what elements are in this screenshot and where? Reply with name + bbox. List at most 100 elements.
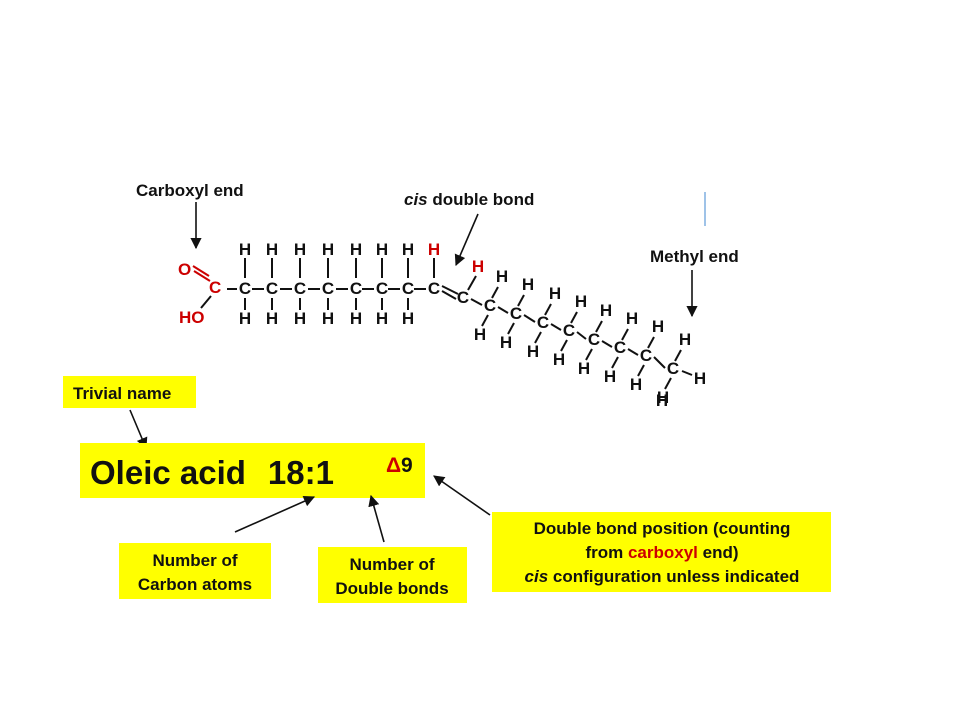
- bond: [601, 340, 613, 348]
- carbon-atom: C: [484, 296, 496, 315]
- bond: [570, 311, 578, 324]
- bond: [637, 364, 645, 377]
- carbon-atom: C: [588, 330, 600, 349]
- carbon-atom: C: [402, 279, 414, 298]
- bond: [576, 331, 587, 340]
- carboxyl-group: O C HO: [178, 260, 221, 327]
- hydrogen-atom: H: [496, 267, 508, 286]
- hydrogen-atom: H: [630, 375, 642, 394]
- bond: [497, 306, 509, 314]
- hydrogen-atom: H: [350, 309, 362, 328]
- methyl-end-label: Methyl end: [650, 247, 739, 266]
- bond: [467, 275, 477, 291]
- carbon-atoms-line1: Number of: [153, 551, 238, 570]
- carbon-atom: C: [239, 279, 251, 298]
- double-bonds-line2: Double bonds: [335, 579, 448, 598]
- hydrogen-atom: H: [376, 309, 388, 328]
- position-box: [492, 512, 831, 592]
- carbon-atom: C: [294, 279, 306, 298]
- carbon-atom: C: [614, 338, 626, 357]
- carboxyl-carbon: C: [209, 278, 221, 297]
- bond: [507, 322, 515, 335]
- bond: [523, 314, 536, 323]
- hydrogen-atom: H: [604, 367, 616, 386]
- hydrogen-atom: H: [402, 240, 414, 259]
- bond: [664, 377, 672, 390]
- double-bonds-box: [318, 547, 467, 603]
- carbon-atom: C: [640, 346, 652, 365]
- hydrogen-atom: H: [266, 309, 278, 328]
- bond: [550, 323, 562, 331]
- oleic-acid-notation-box: [80, 443, 425, 498]
- position-line3: cis configuration unless indicated: [525, 567, 800, 586]
- hydrogen-atom: H: [294, 240, 306, 259]
- hydrogen-atom: H: [522, 275, 534, 294]
- position-line1: Double bond position (counting: [534, 519, 791, 538]
- bond: [681, 370, 693, 376]
- delta-symbol: Δ: [386, 454, 401, 477]
- hydrogen-atom: H: [266, 240, 278, 259]
- carbon-atom: C: [266, 279, 278, 298]
- bond: [595, 320, 603, 333]
- bond: [585, 348, 593, 361]
- hydrogen-atom: H: [474, 325, 486, 344]
- hydrogen-atom: H: [600, 301, 612, 320]
- carboxyl-end-label: Carboxyl end: [136, 181, 244, 200]
- carbon-chain: CHHCHHCHHCHHCHHCHHCHHCHCHCHHCHHCHHCHHCHH…: [227, 240, 706, 410]
- bond: [534, 331, 542, 344]
- bond: [441, 285, 459, 295]
- carbon-atom: C: [667, 359, 679, 378]
- hydrogen-atom: H: [322, 240, 334, 259]
- bond: [627, 348, 639, 356]
- hydrogen-atom: H: [239, 309, 251, 328]
- hydrogen-atom: H: [657, 388, 669, 407]
- hydroxyl-group: HO: [179, 308, 205, 327]
- carbonyl-oxygen: O: [178, 260, 191, 279]
- hydrogen-atom: H: [527, 342, 539, 361]
- hydrogen-atom: H: [578, 359, 590, 378]
- hydrogen-atom: H: [679, 330, 691, 349]
- carbon-atom: C: [428, 279, 440, 298]
- bond: [621, 328, 629, 341]
- hydrogen-atom: H: [694, 369, 706, 388]
- trivial-name-box: [63, 376, 196, 408]
- carbon-atoms-line2: Carbon atoms: [138, 575, 252, 594]
- hydrogen-atom: H: [549, 284, 561, 303]
- position-arrow: [433, 475, 491, 516]
- double-bond-position-number: 9: [401, 454, 413, 477]
- carbon-atom: C: [563, 321, 575, 340]
- carbon-atoms-arrow: [234, 495, 316, 533]
- bond: [674, 349, 682, 362]
- bond: [647, 336, 655, 349]
- bond: [653, 356, 666, 369]
- trivial-name-arrow: [129, 409, 148, 450]
- cis-double-bond-label: cis double bond: [404, 190, 534, 209]
- hydrogen-atom: H: [626, 309, 638, 328]
- carbon-atoms-box: [119, 543, 271, 599]
- double-bonds-arrow: [368, 494, 385, 543]
- hydrogen-atom: H: [350, 240, 362, 259]
- carbon-atom: C: [350, 279, 362, 298]
- hydrogen-atom: H: [656, 391, 668, 410]
- hydrogen-atom: H: [553, 350, 565, 369]
- trivial-name-label: Trivial name: [73, 384, 171, 403]
- cis-double-bond-arrow: [454, 213, 479, 267]
- hydrogen-atom: H: [500, 333, 512, 352]
- bond: [517, 294, 525, 307]
- hydrogen-atom: H: [239, 240, 251, 259]
- hydrogen-atom: H: [402, 309, 414, 328]
- carbon-atom: C: [322, 279, 334, 298]
- bond: [491, 286, 499, 299]
- hydrogen-atom: H: [322, 309, 334, 328]
- bond: [470, 298, 483, 306]
- hydrogen-atom-cis: H: [428, 240, 440, 259]
- bond: [544, 303, 552, 316]
- carbon-atom: C: [457, 288, 469, 307]
- hydrogen-atom: H: [294, 309, 306, 328]
- carbon-atom: C: [510, 304, 522, 323]
- hydrogen-atom: H: [376, 240, 388, 259]
- carbon-atom: C: [537, 313, 549, 332]
